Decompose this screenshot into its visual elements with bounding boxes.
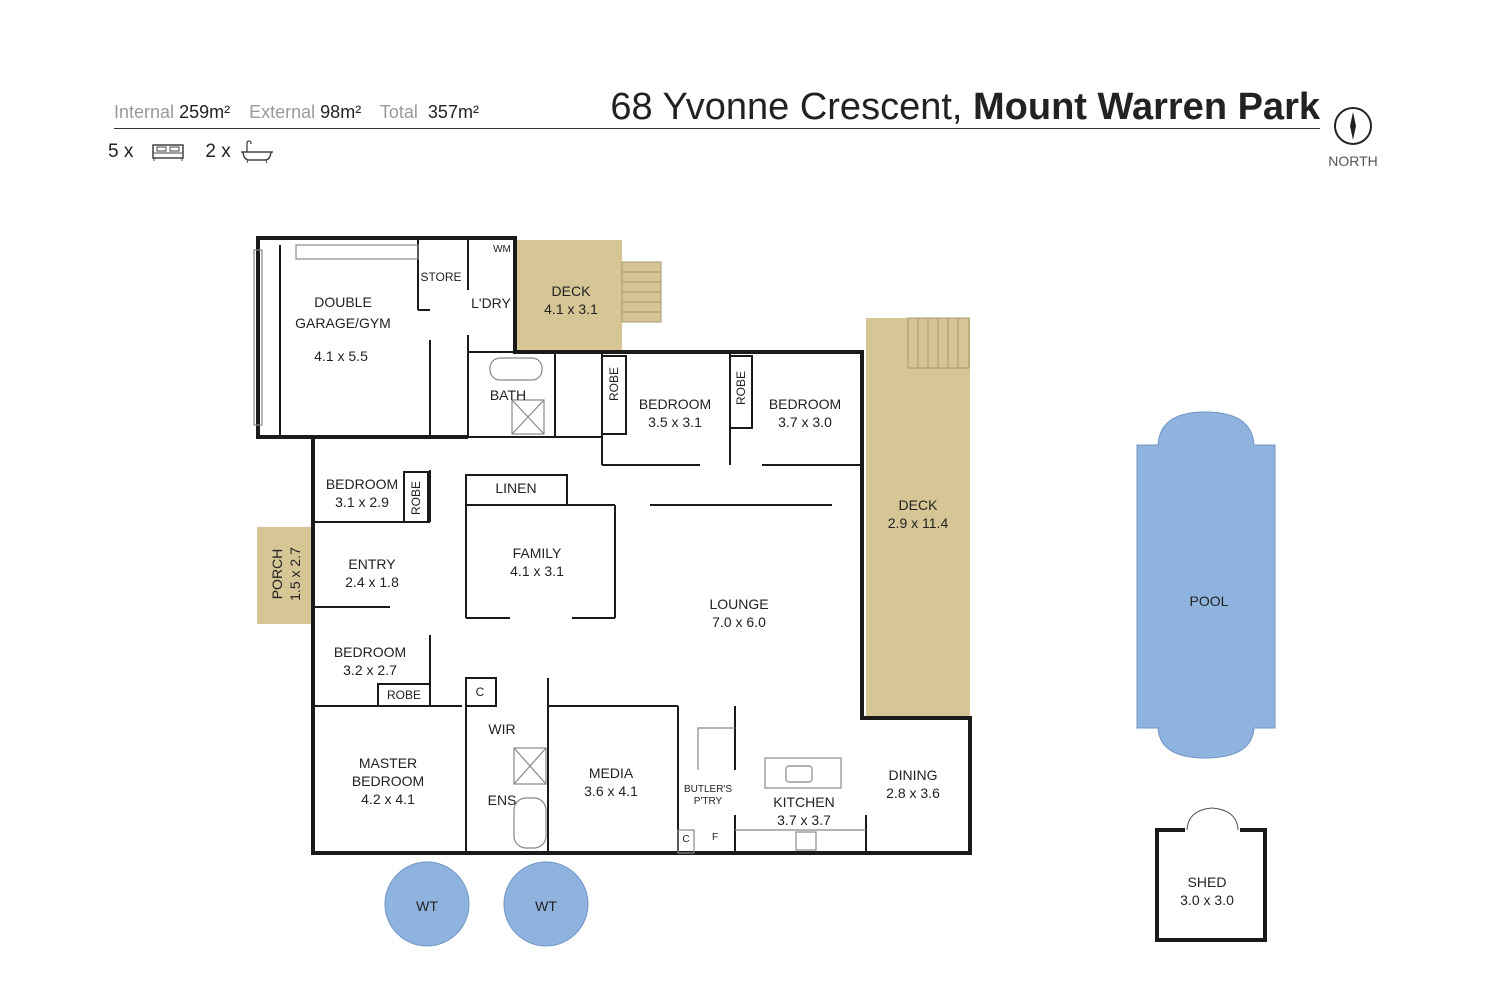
property-address: 68 Yvonne Crescent, Mount Warren Park [610, 86, 1320, 129]
label-cupboard-2: C [682, 834, 690, 845]
compass-label: NORTH [1328, 153, 1378, 169]
label-porch: PORCH [269, 548, 285, 600]
size-bedroom-5: 3.2 x 2.7 [343, 662, 397, 678]
label-water-tank-1: WT [416, 898, 438, 914]
label-bedroom-5: BEDROOM [333, 644, 407, 660]
size-garage: 4.1 x 5.5 [314, 348, 368, 364]
label-dining: DINING [888, 767, 938, 783]
size-media: 3.6 x 4.1 [584, 783, 638, 799]
deck-2-area [866, 318, 970, 718]
total-value: 357m² [427, 102, 479, 122]
size-bedroom-4: 3.1 x 2.9 [335, 494, 389, 510]
compass-icon [1334, 107, 1372, 145]
size-dining: 2.8 x 3.6 [886, 785, 940, 801]
water-tank-1 [384, 861, 470, 947]
label-wir: WIR [488, 721, 516, 737]
label-linen: LINEN [495, 480, 537, 496]
label-bedroom-3: BEDROOM [768, 396, 842, 412]
external-value: 98m² [320, 102, 362, 122]
bathroom-count: 2 x [205, 141, 231, 162]
bedroom-count: 5 x [108, 141, 134, 162]
label-bedroom-2: BEDROOM [638, 396, 712, 412]
label-family: FAMILY [512, 545, 562, 561]
label-kitchen: KITCHEN [773, 794, 835, 810]
size-kitchen: 3.7 x 3.7 [777, 812, 831, 828]
deck-1-area [516, 240, 622, 352]
size-deck-2: 2.9 x 11.4 [887, 515, 949, 531]
size-bedroom-3: 3.7 x 3.0 [778, 414, 832, 430]
size-family: 4.1 x 3.1 [510, 563, 564, 579]
label-robe-1: ROBE [607, 366, 621, 402]
internal-label: Internal [114, 102, 175, 122]
label-shed: SHED [1187, 874, 1227, 890]
label-store: STORE [420, 270, 462, 284]
address-suburb: Mount Warren Park [973, 86, 1320, 128]
label-master-bedroom: MASTER BEDROOM [351, 755, 425, 789]
water-tank-2 [503, 861, 589, 947]
bed-icon [152, 144, 185, 161]
label-robe-4: ROBE [386, 688, 422, 702]
label-butlers-pantry: BUTLER'S P'TRY [683, 784, 733, 807]
interior-walls [279, 240, 867, 853]
room-counts: 5 x 2 x [108, 140, 275, 164]
area-stats: Internal 259m² External 98m² Total 357m² [114, 102, 493, 123]
label-media: MEDIA [588, 765, 634, 781]
label-wm: WM [493, 244, 511, 255]
label-robe-2: ROBE [734, 370, 748, 406]
label-robe-3: ROBE [409, 480, 423, 516]
label-garage: DOUBLE GARAGE/GYM [295, 294, 391, 331]
size-entry: 2.4 x 1.8 [345, 574, 399, 590]
label-lounge: LOUNGE [709, 596, 769, 612]
size-lounge: 7.0 x 6.0 [712, 614, 766, 630]
label-bedroom-4: BEDROOM [325, 476, 399, 492]
size-porch: 1.5 x 2.7 [287, 547, 303, 601]
label-laundry: L'DRY [471, 295, 511, 311]
size-deck-1: 4.1 x 3.1 [544, 301, 598, 317]
label-ensuite: ENS [487, 792, 517, 808]
north-compass: NORTH [1326, 106, 1380, 169]
pool-shape [1136, 411, 1276, 759]
bath-icon [240, 140, 273, 164]
label-pool: POOL [1189, 593, 1229, 609]
size-master-bedroom: 4.2 x 4.1 [361, 791, 415, 807]
label-deck-1: DECK [551, 283, 591, 299]
size-shed: 3.0 x 3.0 [1180, 892, 1234, 908]
address-street: 68 Yvonne Crescent, [610, 86, 963, 128]
label-water-tank-2: WT [535, 898, 557, 914]
deck-2-stairs [907, 317, 970, 369]
label-bath: BATH [489, 387, 527, 403]
header-divider [114, 128, 1320, 129]
label-entry: ENTRY [348, 556, 396, 572]
external-label: External [249, 102, 316, 122]
label-deck-2: DECK [898, 497, 938, 513]
shed-walls [1155, 828, 1267, 942]
internal-value: 259m² [179, 102, 231, 122]
size-bedroom-2: 3.5 x 3.1 [648, 414, 702, 430]
exterior-walls [256, 236, 972, 855]
label-fridge: F [711, 832, 719, 843]
total-label: Total [379, 102, 418, 122]
label-cupboard-1: C [475, 685, 485, 699]
porch-area [257, 527, 313, 624]
fixtures [253, 244, 866, 854]
